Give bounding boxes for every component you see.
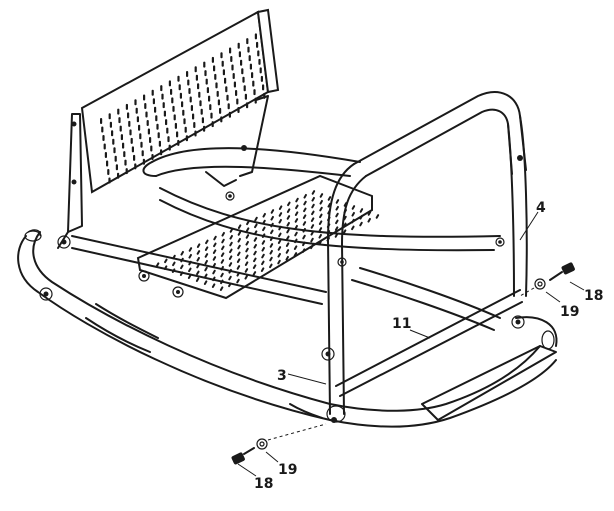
seat-plate	[136, 174, 380, 300]
callout-19-bottom: 19	[278, 462, 297, 478]
front-upright-3	[321, 163, 367, 423]
callout-18-bottom: 18	[254, 476, 273, 492]
leader-lines	[237, 211, 585, 477]
right-back-upright	[239, 95, 269, 177]
rear-seat-frame	[142, 147, 361, 187]
callout-4: 4	[536, 200, 546, 216]
callout-11: 11	[392, 316, 411, 332]
callout-18-right: 18	[584, 288, 603, 304]
left-back-upright	[57, 113, 83, 249]
rear-crossbar	[71, 235, 327, 305]
callout-19-right: 19	[560, 304, 579, 320]
front-crossbar	[335, 289, 523, 397]
left-rocker-runner	[17, 229, 331, 421]
foam-sleeves	[85, 303, 557, 421]
right-hardware	[519, 262, 575, 297]
backrest-panel	[80, 8, 280, 194]
front-hoop-frame	[353, 91, 528, 297]
callout-3: 3	[277, 368, 287, 384]
back-lower-bar	[159, 187, 501, 331]
bottom-hardware	[231, 423, 327, 465]
joint-bolts	[39, 121, 525, 329]
